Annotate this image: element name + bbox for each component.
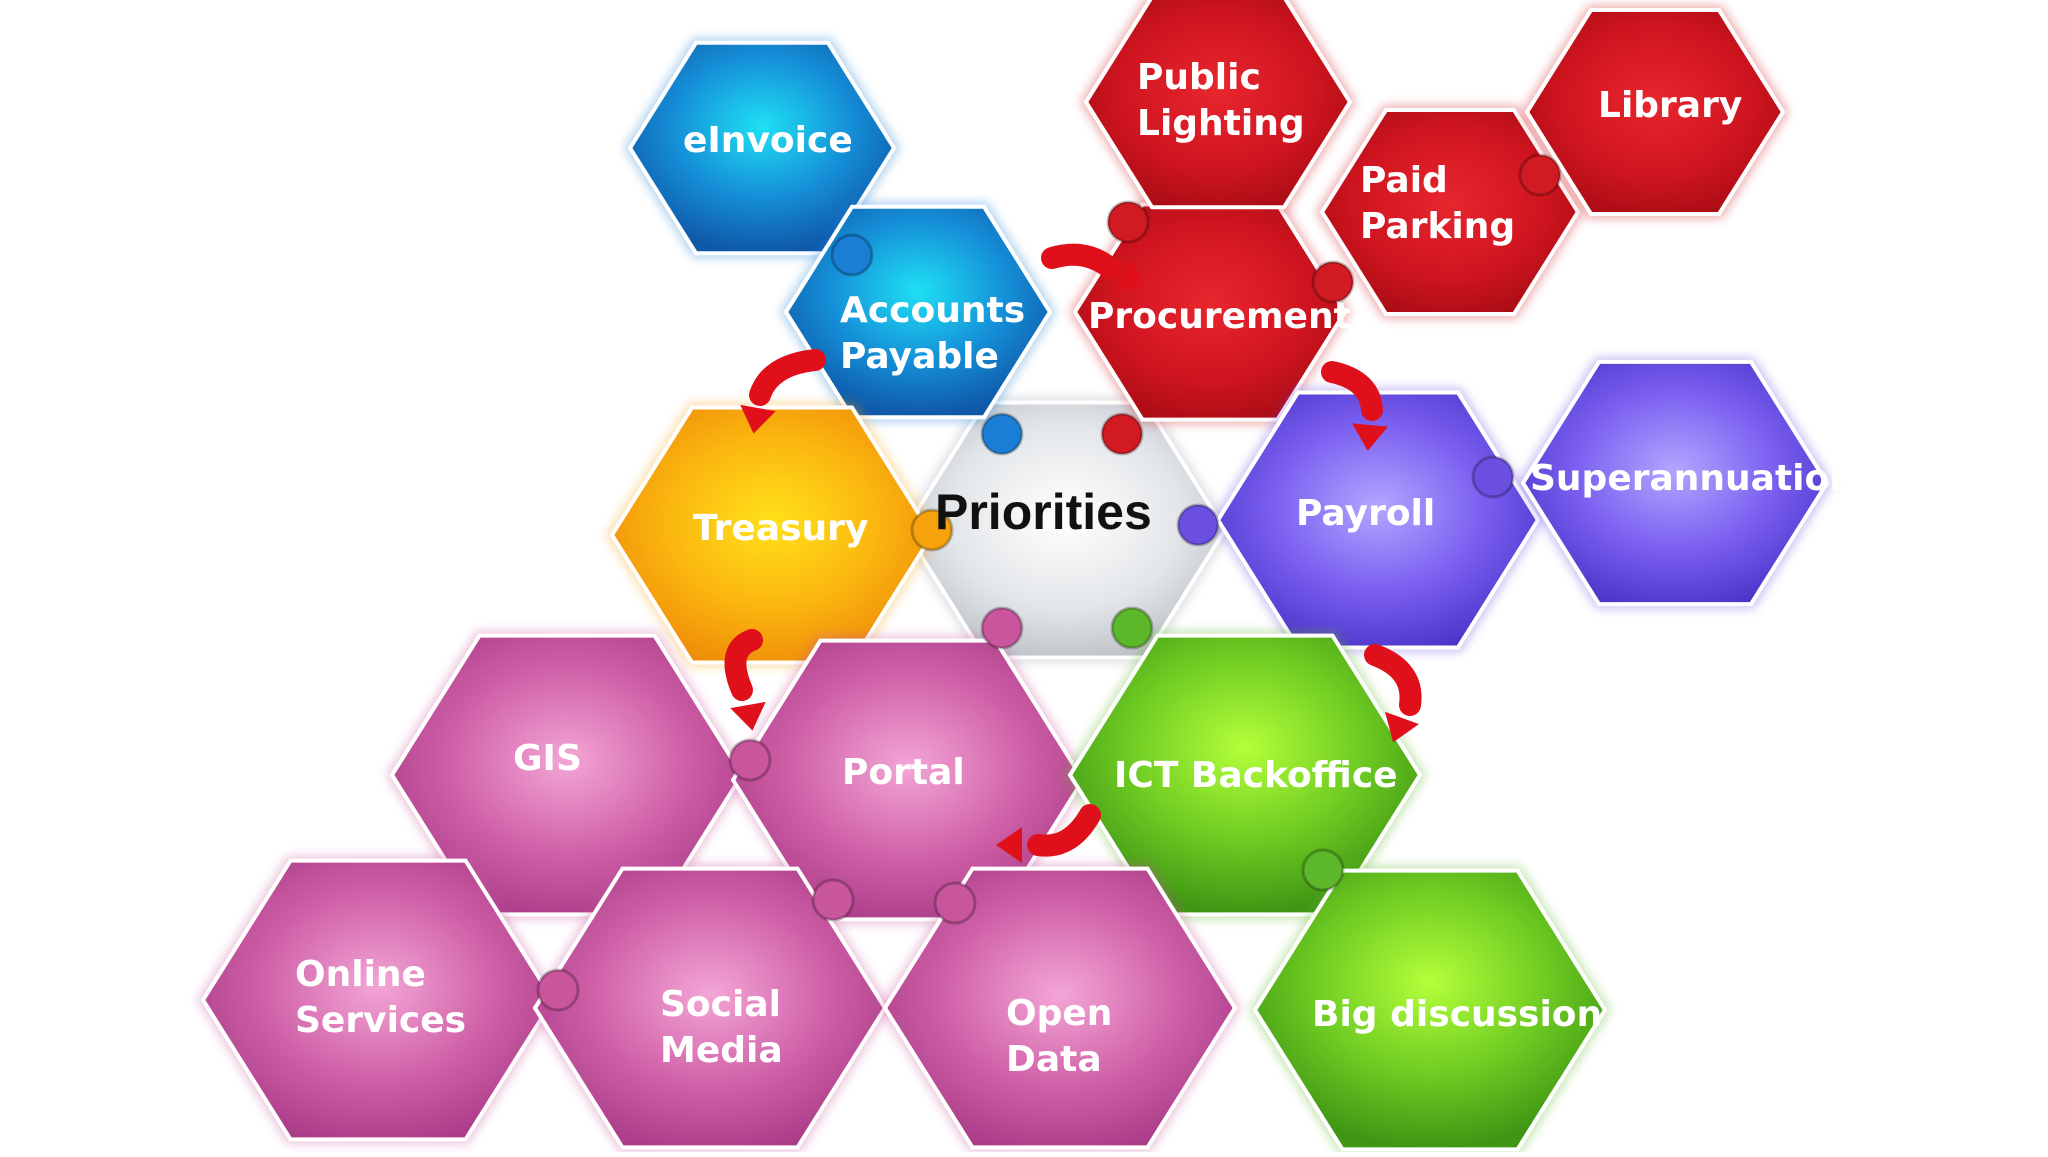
- node-label-line: Payroll: [1296, 493, 1435, 534]
- connector-knob: [1176, 503, 1220, 547]
- connector-knob: [830, 233, 874, 277]
- node-label-line: Services: [295, 1000, 466, 1041]
- paid-parking-hexagon: [1319, 108, 1581, 316]
- connector-knob: [1110, 606, 1154, 650]
- cycle-arrow-head: [730, 701, 766, 731]
- node-label-line: eInvoice: [683, 120, 853, 161]
- library-hexagon: [1524, 8, 1786, 216]
- connector-knob: [1301, 848, 1345, 892]
- cycle-arrow-head: [740, 404, 776, 434]
- social-media-hexagon: [532, 866, 888, 1150]
- node-label-line: Lighting: [1137, 103, 1305, 144]
- node-label-line: GIS: [513, 738, 582, 779]
- payroll-hexagon: [1215, 390, 1541, 650]
- cycle-arrow-head: [1352, 423, 1388, 451]
- cycle-arrow-curve: [1364, 644, 1422, 716]
- cycle-arrow-curve: [1041, 243, 1121, 279]
- cycle-arrow-curve: [1321, 361, 1383, 421]
- cycle-arrow-head: [996, 827, 1022, 863]
- public-lighting-hexagon: [1083, 0, 1353, 210]
- cycle-arrow-head: [1114, 258, 1146, 292]
- node-label-line: Accounts: [840, 290, 1025, 331]
- node-label-line: Payable: [840, 336, 999, 377]
- connector-knob: [728, 738, 772, 782]
- node-label-einvoice: eInvoice: [683, 120, 853, 161]
- node-label-line: Paid: [1360, 160, 1448, 201]
- cycle-arrow-curve: [749, 349, 826, 406]
- online-services-hexagon: [200, 858, 556, 1142]
- center-label-priorities: Priorities: [935, 484, 1152, 540]
- cycle-arrow-curve: [724, 629, 763, 701]
- node-label-line: Big discussion: [1312, 994, 1602, 1035]
- connector-knob: [1311, 260, 1355, 304]
- connector-knob: [980, 606, 1024, 650]
- node-label-line: Public: [1137, 57, 1261, 98]
- open-data-hexagon: [882, 866, 1238, 1150]
- node-label-superannuation: Superannuation: [1530, 458, 1855, 499]
- node-label-line: Procurement: [1088, 296, 1351, 337]
- node-label-library: Library: [1598, 85, 1742, 126]
- connector-knob: [811, 878, 855, 922]
- connector-knob: [1518, 153, 1562, 197]
- cycle-arrow-head: [1385, 711, 1419, 743]
- connector-knob: [1471, 455, 1515, 499]
- node-label-line: Online: [295, 954, 426, 995]
- node-label-line: Data: [1006, 1039, 1102, 1080]
- node-label-big-discussion: Big discussion: [1312, 994, 1602, 1035]
- node-label-payroll: Payroll: [1296, 493, 1435, 534]
- connector-knob: [1106, 200, 1150, 244]
- node-label-line: Media: [660, 1030, 783, 1071]
- node-label-line: Open: [1006, 993, 1112, 1034]
- node-label-procurement: Procurement: [1088, 296, 1351, 337]
- cycle-arrow-curve: [1027, 804, 1101, 857]
- node-label-line: Portal: [842, 752, 965, 793]
- node-label-line: Treasury: [693, 508, 868, 549]
- superannuation-hexagon: [1520, 359, 1830, 607]
- node-label-portal: Portal: [842, 752, 965, 793]
- node-label-treasury: Treasury: [693, 508, 868, 549]
- node-label-gis: GIS: [513, 738, 582, 779]
- node-label-ict-backoffice: ICT Backoffice: [1114, 755, 1398, 796]
- connector-knob: [933, 881, 977, 925]
- node-label-line: Superannuation: [1530, 458, 1855, 499]
- connector-knob: [980, 412, 1024, 456]
- node-label-line: Social: [660, 984, 781, 1025]
- big-discussion-hexagon: [1252, 868, 1608, 1152]
- node-label-line: ICT Backoffice: [1114, 755, 1398, 796]
- node-label-line: Library: [1598, 85, 1742, 126]
- connector-knob: [1100, 412, 1144, 456]
- connector-knob: [536, 968, 580, 1012]
- connector-knob: [910, 508, 954, 552]
- node-label-line: Parking: [1360, 206, 1515, 247]
